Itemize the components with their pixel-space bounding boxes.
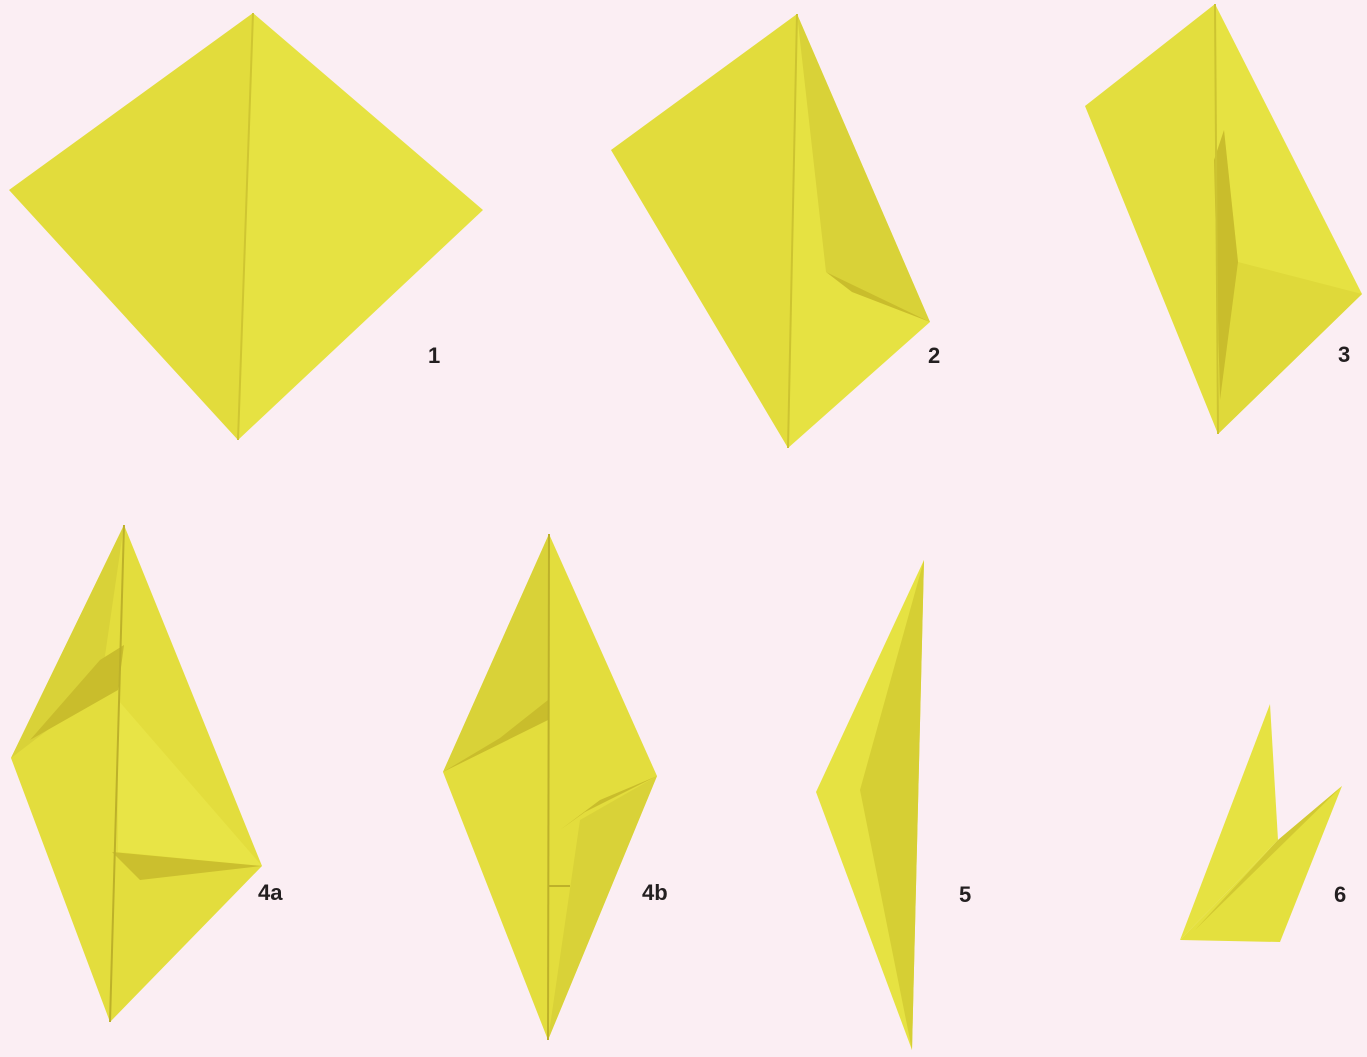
step-label-2: 2 xyxy=(928,345,940,367)
step-3-left-panel xyxy=(1085,4,1218,434)
step-4b-crease xyxy=(548,534,549,1040)
step-1-right-half xyxy=(238,13,483,440)
step-4b-body xyxy=(443,534,657,1040)
step-label-1: 1 xyxy=(428,345,440,367)
step-2-figure xyxy=(611,14,930,448)
step-4a-figure xyxy=(11,525,262,1022)
step-label-3: 3 xyxy=(1338,344,1350,366)
step-3-figure xyxy=(1085,4,1362,434)
step-2-left-panel xyxy=(611,14,805,448)
step-6-figure xyxy=(1180,704,1342,942)
step-5-figure xyxy=(816,560,924,1050)
step-label-6: 6 xyxy=(1334,884,1346,906)
step-label-5: 5 xyxy=(959,884,971,906)
step-4b-figure xyxy=(443,534,657,1040)
step-1-left-half xyxy=(9,13,253,440)
step-label-4a: 4a xyxy=(258,882,282,904)
step-label-4b: 4b xyxy=(642,882,668,904)
step-1-figure xyxy=(9,13,483,440)
